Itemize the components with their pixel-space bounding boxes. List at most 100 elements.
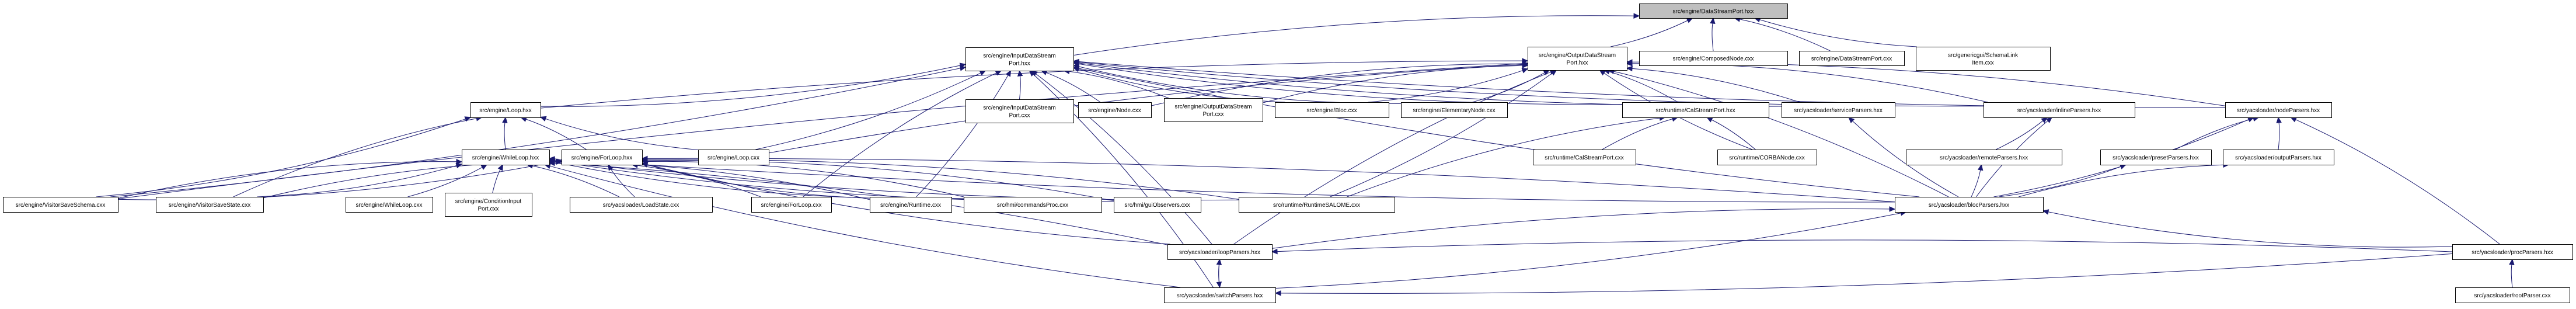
edge-loopparsers_hxx-to-idsp_hxx <box>1031 70 1212 245</box>
edge-line <box>916 75 1009 197</box>
edge-elementarynode_cxx-to-idsp_hxx <box>1072 64 1402 104</box>
graph-node-visitorsavestate-cxx[interactable]: src/engine/VisitorSaveState.cxx <box>156 197 264 213</box>
edge-elementarynode_cxx-to-odsp_hxx <box>1472 70 1550 103</box>
edge-loopparsers_hxx-to-forloop_hxx <box>641 162 1170 245</box>
edge-line <box>1347 117 1660 197</box>
edge-line <box>1275 213 1901 289</box>
graph-node-dsp-cxx[interactable]: src/engine/DataStreamPort.cxx <box>1799 51 1905 66</box>
edge-line <box>1740 19 1831 51</box>
graph-node-calstreamport-cxx[interactable]: src/runtime/CalStreamPort.cxx <box>1533 150 1636 165</box>
edge-line <box>1280 253 2453 294</box>
graph-node-loop-hxx[interactable]: src/engine/Loop.hxx <box>470 102 541 118</box>
edge-line <box>1330 72 1553 197</box>
node-label: src/runtime/CalStreamPort.cxx <box>1545 155 1624 161</box>
graph-node-outputparsers-hxx[interactable]: src/yacsloader/outputParsers.hxx <box>2223 150 2334 165</box>
node-box <box>462 150 550 165</box>
graph-node-bloc-cxx[interactable]: src/engine/Bloc.cxx <box>1275 102 1389 118</box>
node-label: src/hmi/guiObservers.cxx <box>1124 202 1190 209</box>
graph-node-whileloop-cxx[interactable]: src/engine/WhileLoop.cxx <box>346 197 433 213</box>
node-box <box>1275 102 1389 118</box>
graph-node-whileloop-hxx[interactable]: src/engine/WhileLoop.hxx <box>462 150 550 165</box>
graph-node-forloop-hxx[interactable]: src/engine/ForLoop.hxx <box>562 150 643 165</box>
graph-node-guiobservers-cxx[interactable]: src/hmi/guiObservers.cxx <box>1114 197 1201 213</box>
arrowhead-icon <box>1626 59 1633 65</box>
graph-node-dsp-hxx[interactable]: src/engine/DataStreamPort.hxx <box>1639 4 1788 19</box>
graph-node-elementarynode-cxx[interactable]: src/engine/ElementaryNode.cxx <box>1401 102 1508 118</box>
edge-line <box>1759 19 1917 47</box>
graph-node-switchparsers-hxx[interactable]: src/yacsloader/switchParsers.hxx <box>1164 287 1276 303</box>
edge-line <box>2295 119 2500 245</box>
graph-node-procparsers-hxx[interactable]: src/yacsloader/procParsers.hxx <box>2452 244 2573 260</box>
graph-node-runtimesalome-cxx[interactable]: src/runtime/RuntimeSALOME.cxx <box>1239 197 1395 213</box>
edge-line <box>1971 169 1981 197</box>
graph-node-loop-cxx[interactable]: src/engine/Loop.cxx <box>698 150 769 165</box>
edge-line <box>257 165 457 197</box>
node-label: src/engine/VisitorSaveState.cxx <box>169 202 250 209</box>
graph-node-nodeparsers-hxx[interactable]: src/yacsloader/nodeParsers.hxx <box>2225 102 2332 118</box>
graph-node-remoteparsers-hxx[interactable]: src/yacsloader/remoteParsers.hxx <box>1906 150 2062 165</box>
arrowhead-icon <box>1710 17 1716 24</box>
graph-node-forloop-cxx[interactable]: src/engine/ForLoop.cxx <box>751 197 832 213</box>
graph-node-calstreamport-hxx[interactable]: src/runtime/CalStreamPort.hxx <box>1622 102 1769 118</box>
edge-switchparsers_hxx-to-blocparsers_hxx <box>1275 210 1907 289</box>
graph-node-presetparsers-hxx[interactable]: src/yacsloader/presetParsers.hxx <box>2100 150 2212 165</box>
node-label: src/yacsloader/loopParsers.hxx <box>1179 249 1260 256</box>
edge-line <box>504 122 506 150</box>
edge-line <box>755 72 981 150</box>
graph-node-rootparser-cxx[interactable]: src/yacsloader/rootParser.cxx <box>2455 287 2570 303</box>
node-label: src/engine/ConditionInput <box>455 199 522 205</box>
graph-node-loopparsers-hxx[interactable]: src/yacsloader/loopParsers.hxx <box>1167 244 1273 260</box>
node-label: src/hmi/commandsProc.cxx <box>997 202 1068 209</box>
arrowhead-icon <box>1521 68 1529 74</box>
edge-line <box>803 72 997 197</box>
edge-visitorsaveschema_cxx-to-odsp_hxx <box>117 61 1529 199</box>
edge-line <box>554 161 1114 202</box>
edge-corbanode_cxx-to-calstreamport_hxx <box>1706 117 1756 150</box>
node-label: src/yacsloader/serviceParsers.hxx <box>1794 107 1883 114</box>
edge-line <box>554 158 1895 203</box>
edge-runtimesalome_cxx-to-odsp_hxx <box>1330 70 1557 197</box>
node-label: src/yacsloader/procParsers.hxx <box>2472 249 2553 256</box>
edge-loopparsers_hxx-to-odsp_hxx <box>1233 70 1557 245</box>
graph-node-runtime-cxx[interactable]: src/engine/Runtime.cxx <box>870 197 952 213</box>
graph-node-serviceparsers-hxx[interactable]: src/yacsloader/serviceParsers.hxx <box>1782 102 1895 118</box>
graph-node-loadstate-cxx[interactable]: src/yacsloader/LoadState.cxx <box>570 197 713 213</box>
arrowhead-icon <box>1633 13 1640 19</box>
edge-idsp_hxx-to-dsp_hxx <box>1073 13 1640 56</box>
node-box <box>3 197 118 213</box>
node-box <box>2225 102 2332 118</box>
arrowhead-icon <box>1522 61 1529 67</box>
node-box <box>1984 102 2135 118</box>
edge-whileloop_hxx-to-loop_hxx <box>502 116 508 150</box>
edge-loop_hxx-to-idsp_hxx <box>540 63 967 107</box>
node-box <box>965 47 1074 71</box>
edge-forloop_cxx-to-idsp_hxx <box>803 70 1002 197</box>
edge-line <box>525 119 587 150</box>
graph-node-commandsproc-cxx[interactable]: src/hmi/commandsProc.cxx <box>964 197 1102 213</box>
graph-node-inlineparsers-hxx[interactable]: src/yacsloader/inlineParsers.hxx <box>1984 102 2135 118</box>
node-box <box>698 150 769 165</box>
edge-line <box>647 164 1170 245</box>
graph-node-node-cxx[interactable]: src/engine/Node.cxx <box>1078 102 1152 118</box>
arrowhead-icon <box>2042 209 2049 215</box>
arrowhead-icon <box>1706 117 1713 123</box>
node-box <box>2452 244 2573 260</box>
graph-node-corbanode-cxx[interactable]: src/runtime/CORBANode.cxx <box>1717 150 1817 165</box>
arrowhead-icon <box>2041 117 2048 123</box>
node-box <box>2100 150 2212 165</box>
edge-line <box>1995 120 2044 150</box>
node-label: src/yacsloader/switchParsers.hxx <box>1177 293 1263 299</box>
node-box <box>346 197 433 213</box>
edge-line <box>768 64 1523 154</box>
graph-node-blocparsers-hxx[interactable]: src/yacsloader/blocParsers.hxx <box>1895 197 2044 213</box>
graph-node-visitorsaveschema-cxx[interactable]: src/engine/VisitorSaveSchema.cxx <box>3 197 118 213</box>
graph-node-composednode-cxx[interactable]: src/engine/ComposedNode.cxx <box>1639 51 1788 66</box>
node-label: src/engine/Loop.cxx <box>707 155 759 161</box>
node-label: src/engine/ForLoop.hxx <box>571 155 633 161</box>
